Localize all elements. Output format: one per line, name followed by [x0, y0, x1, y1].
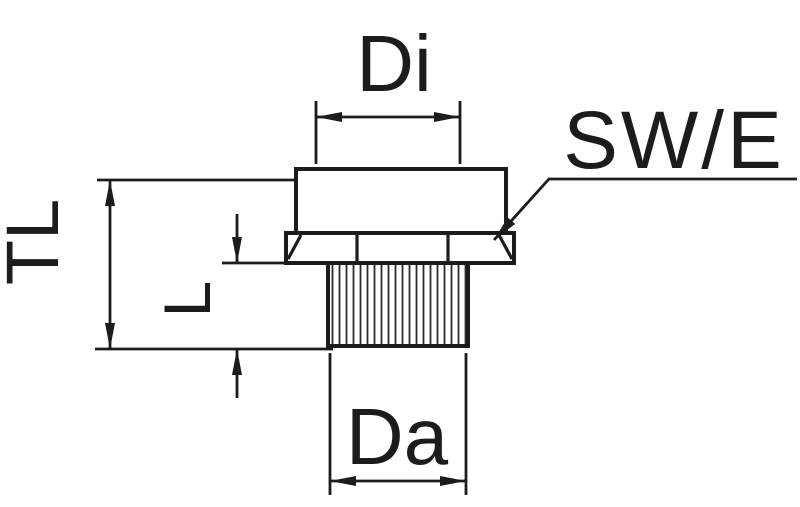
di-arrow-right-icon [434, 112, 460, 122]
dimension-di: Di [314, 19, 462, 164]
tl-label: TL [0, 199, 74, 285]
tl-arrow-bottom-icon [105, 323, 115, 349]
l-arrow-top-icon [232, 237, 242, 263]
fitting-upper-body [294, 167, 508, 235]
di-arrow-left-icon [316, 112, 342, 122]
hex-nut-section [284, 231, 516, 265]
hex-chamfer-left [286, 234, 303, 260]
sw-e-leader-line [492, 177, 797, 241]
l-arrow-bottom-icon [232, 349, 242, 375]
hex-chamfer-right [497, 234, 514, 260]
da-label: Da [346, 392, 449, 481]
dimension-da: Da [328, 353, 468, 495]
callout-sw-e: SW/E [490, 95, 797, 244]
dimension-tl: TL [0, 178, 333, 351]
di-label: Di [356, 19, 432, 108]
sw-e-label: SW/E [563, 95, 785, 186]
tl-arrow-top-icon [105, 180, 115, 206]
l-label: L [150, 281, 224, 318]
dimension-l: L [150, 214, 286, 398]
fitting-part [284, 167, 516, 348]
threaded-section [326, 261, 470, 348]
